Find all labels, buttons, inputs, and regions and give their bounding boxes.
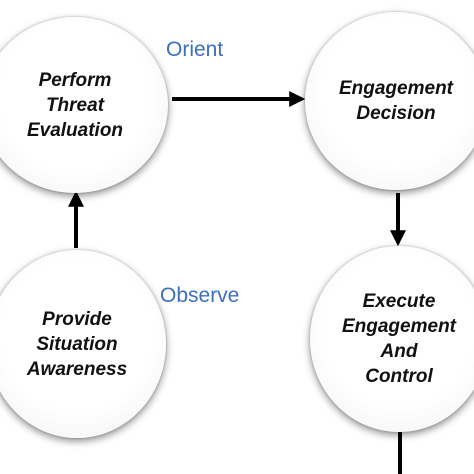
situation-awareness-node: Provide Situation Awareness [0,250,166,438]
engagement-decision-label: Engagement Decision [338,78,454,124]
orient-label: Orient [166,38,224,61]
threat-evaluation-label: Perform Threat Evaluation [26,69,124,141]
engagement-decision-node: Engagement Decision [305,12,474,190]
situation-awareness-label: Provide Situation Awareness [26,308,128,380]
observe-label: Observe [160,284,240,307]
threat-evaluation-node: Perform Threat Evaluation [0,17,168,193]
execute-engagement-node: Execute Engagement And Control [310,246,474,432]
execute-engagement-label: Execute Engagement And Control [341,291,457,387]
